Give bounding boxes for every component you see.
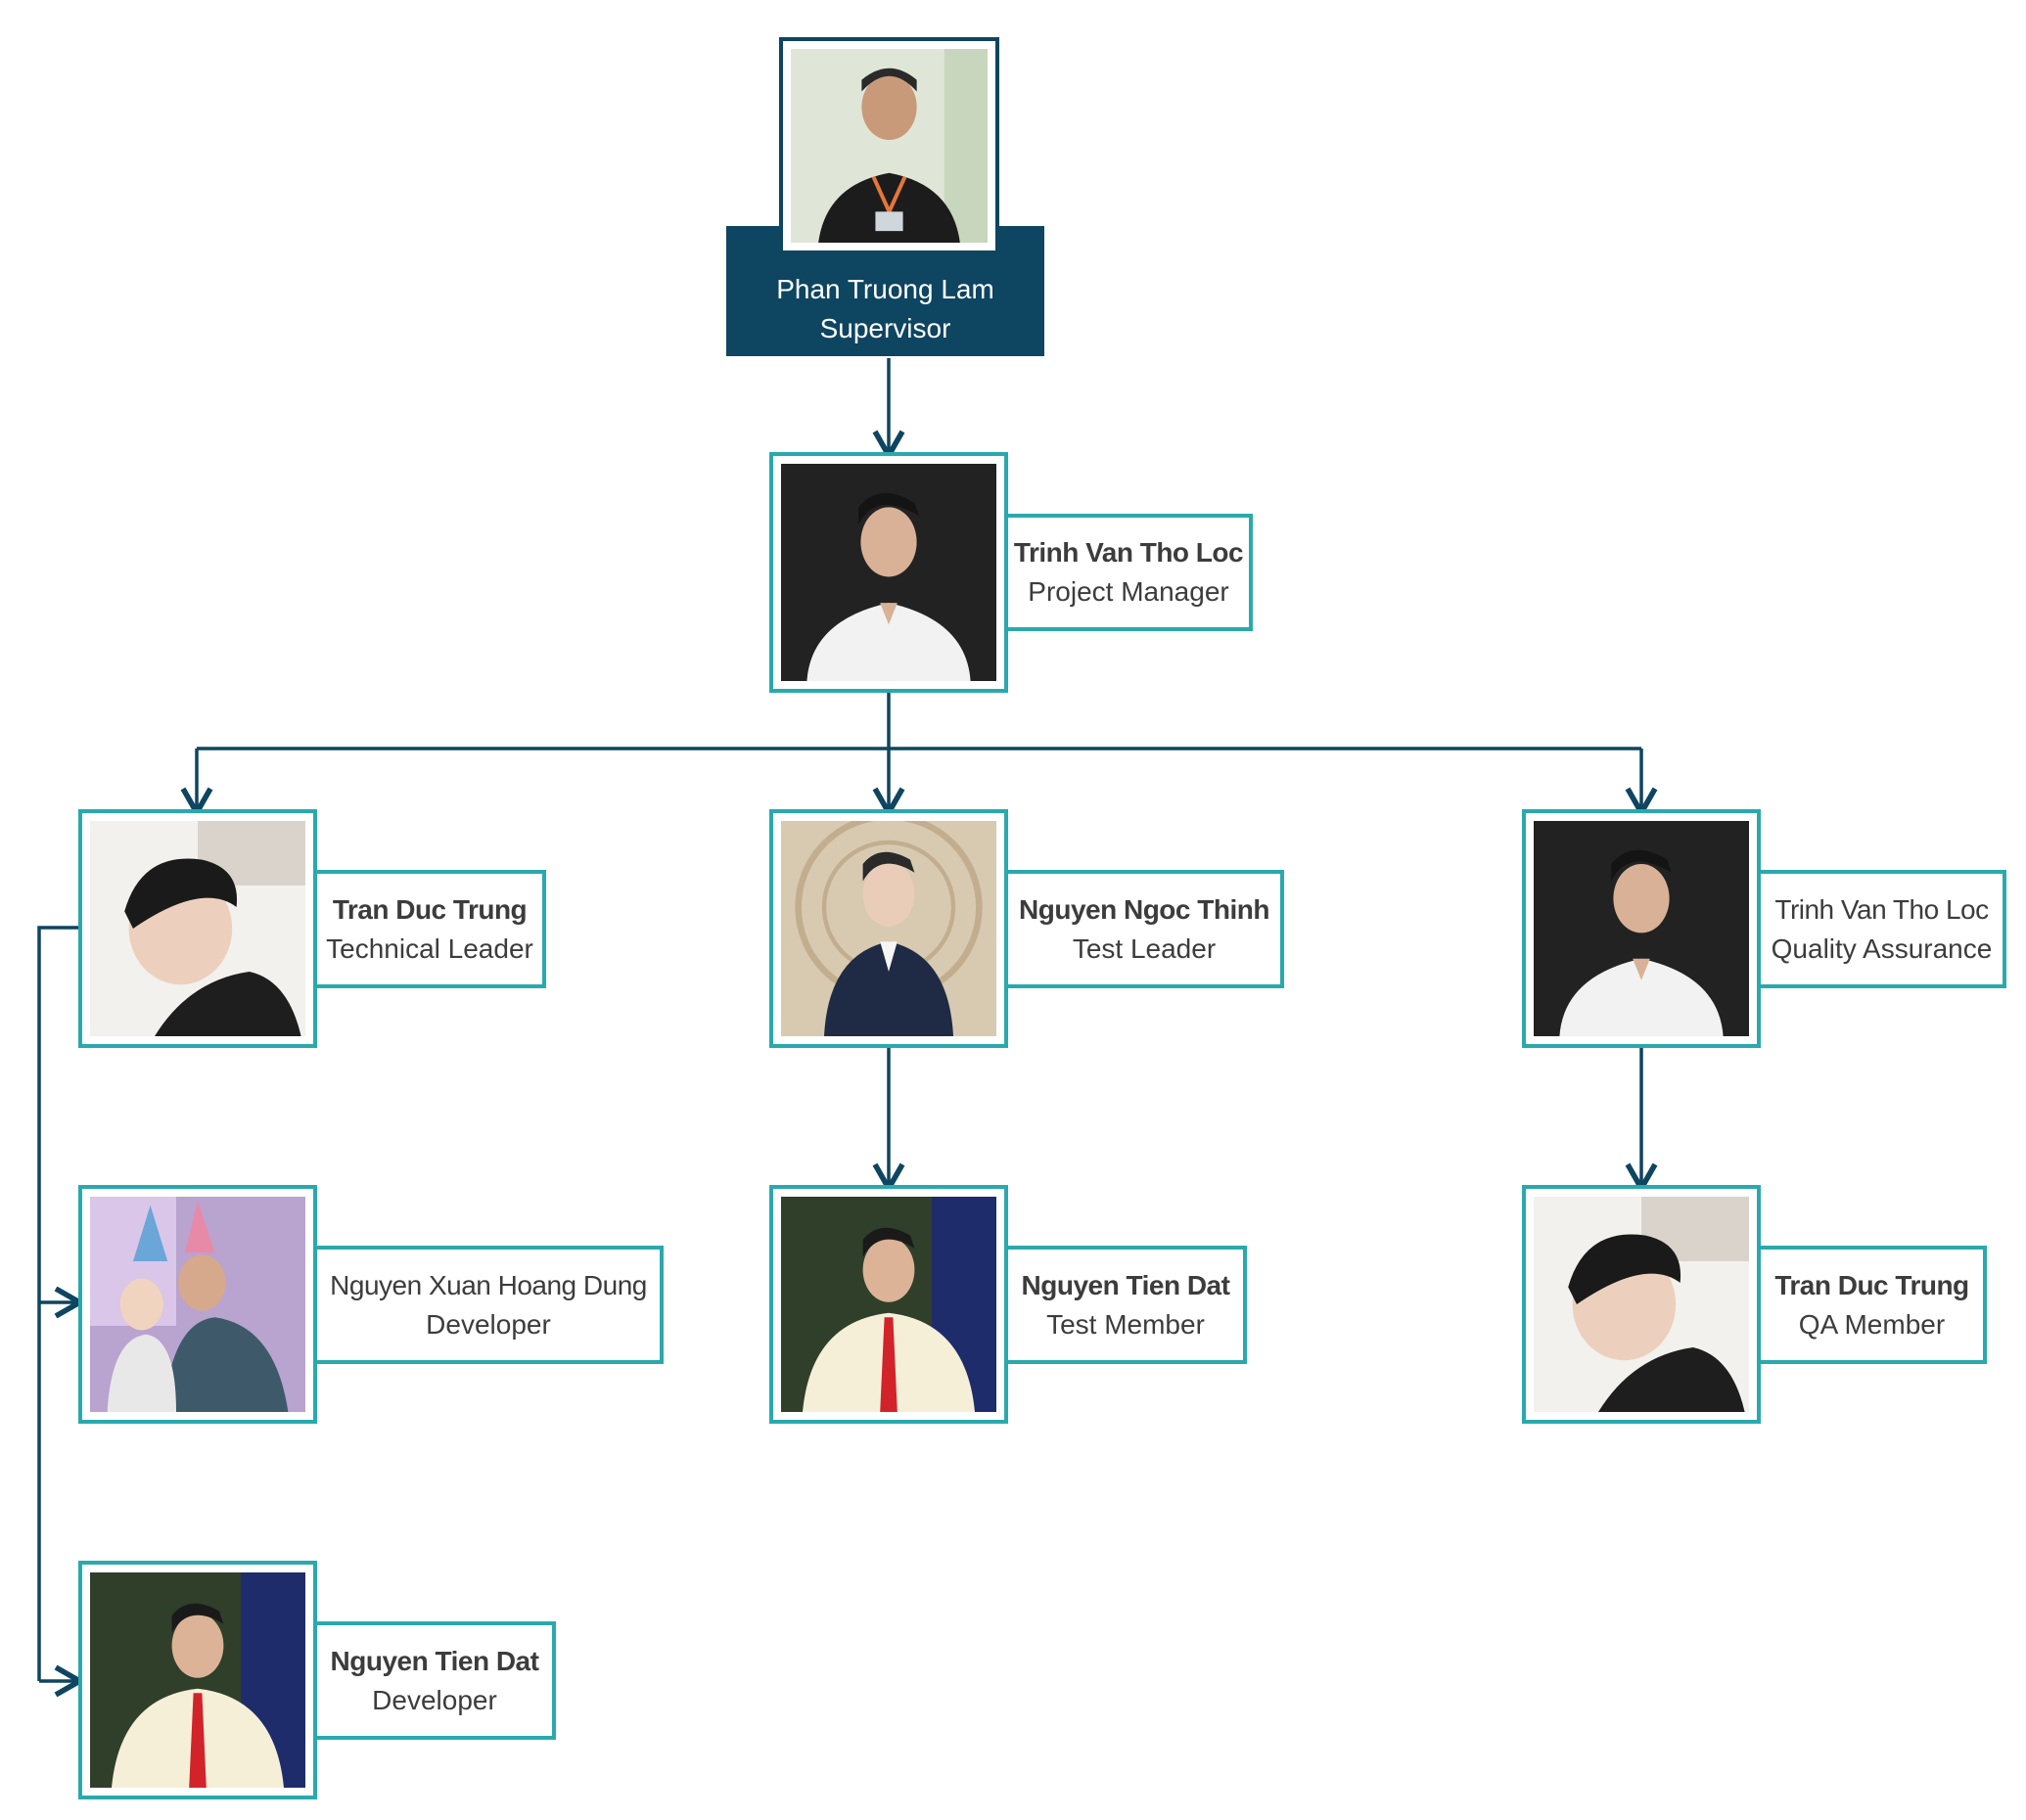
qa-member-photo-frame[interactable]	[1522, 1185, 1761, 1424]
supervisor-photo	[791, 49, 988, 243]
qa-member-name: Tran Duc Trung	[1774, 1269, 1969, 1300]
test-member-photo	[781, 1197, 996, 1412]
developer-2-role: Developer	[372, 1684, 497, 1715]
supervisor-photo-frame[interactable]	[779, 37, 999, 254]
pm-photo-frame[interactable]	[769, 452, 1008, 693]
pm-photo	[781, 464, 996, 681]
developer-1-photo-frame[interactable]	[78, 1185, 317, 1424]
test-leader-label[interactable]: Nguyen Ngoc Thinh Test Leader	[1004, 870, 1284, 988]
developer-1-photo	[90, 1197, 305, 1412]
supervisor-name: Phan Truong Lam	[776, 273, 994, 304]
qa-member-label[interactable]: Tran Duc Trung QA Member	[1757, 1246, 1987, 1364]
developer-2-photo	[90, 1572, 305, 1788]
test-leader-photo	[781, 821, 996, 1036]
technical-leader-label[interactable]: Tran Duc Trung Technical Leader	[313, 870, 546, 988]
developer-1-label[interactable]: Nguyen Xuan Hoang Dung Developer	[313, 1246, 664, 1364]
technical-leader-name: Tran Duc Trung	[332, 893, 528, 925]
technical-leader-role: Technical Leader	[326, 933, 533, 964]
test-member-role: Test Member	[1046, 1308, 1205, 1340]
pm-label[interactable]: Trinh Van Tho Loc Project Manager	[1004, 514, 1253, 631]
technical-leader-photo-frame[interactable]	[78, 809, 317, 1048]
developer-2-photo-frame[interactable]	[78, 1561, 317, 1799]
developer-2-name: Nguyen Tien Dat	[330, 1645, 539, 1676]
pm-role: Project Manager	[1028, 576, 1229, 607]
test-member-name: Nguyen Tien Dat	[1021, 1269, 1230, 1300]
qa-name: Trinh Van Tho Loc	[1774, 893, 1989, 925]
developer-2-label[interactable]: Nguyen Tien Dat Developer	[313, 1621, 556, 1740]
qa-member-role: QA Member	[1798, 1308, 1946, 1340]
test-leader-role: Test Leader	[1072, 933, 1217, 964]
connector-tech-lead-spine	[37, 926, 78, 1681]
test-leader-name: Nguyen Ngoc Thinh	[1019, 893, 1269, 925]
test-member-label[interactable]: Nguyen Tien Dat Test Member	[1004, 1246, 1247, 1364]
test-leader-photo-frame[interactable]	[769, 809, 1008, 1048]
test-member-photo-frame[interactable]	[769, 1185, 1008, 1424]
pm-name: Trinh Van Tho Loc	[1013, 537, 1244, 568]
technical-leader-photo	[90, 821, 305, 1036]
qa-member-photo	[1534, 1197, 1749, 1412]
qa-photo-frame[interactable]	[1522, 809, 1761, 1048]
qa-role: Quality Assurance	[1771, 933, 1993, 964]
developer-1-role: Developer	[426, 1308, 551, 1340]
qa-photo	[1534, 821, 1749, 1036]
developer-1-name: Nguyen Xuan Hoang Dung	[330, 1269, 647, 1300]
qa-label[interactable]: Trinh Van Tho Loc Quality Assurance	[1757, 870, 2006, 988]
supervisor-role: Supervisor	[819, 312, 951, 343]
